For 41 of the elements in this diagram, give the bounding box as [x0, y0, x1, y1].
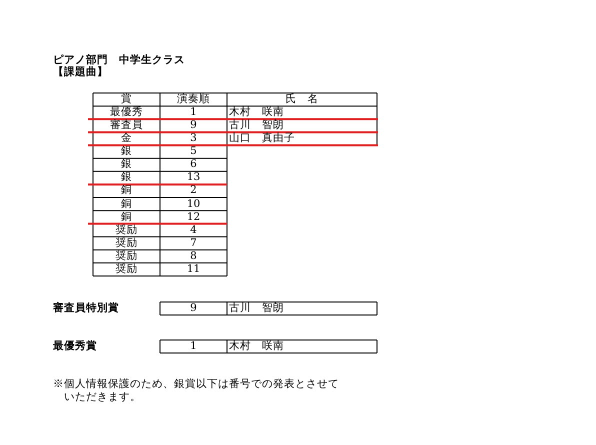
- performance-order: 3: [189, 132, 198, 146]
- subtitle: 【課題曲】: [53, 66, 108, 79]
- award-name: 最優秀: [109, 106, 144, 119]
- performance-order: 7: [189, 236, 198, 250]
- performance-order: 12: [186, 210, 202, 224]
- performance-order: 2: [189, 184, 198, 198]
- performance-order: 9: [189, 119, 198, 132]
- award-name: 銀: [120, 171, 133, 184]
- award-name: 審査員: [109, 119, 144, 132]
- award-name: 銀: [120, 158, 133, 172]
- performance-order: 10: [186, 198, 202, 211]
- performance-order: 9: [189, 302, 198, 315]
- performance-order: 11: [186, 262, 202, 276]
- performance-order: 1: [189, 340, 198, 353]
- performance-order: 13: [186, 171, 202, 184]
- participant-name: 古川 智朗: [229, 302, 284, 315]
- participant-name: 山口 真由子: [229, 132, 295, 146]
- award-title: 最優秀賞: [53, 340, 97, 353]
- award-name: 奨励: [114, 224, 138, 237]
- award-name: 銅: [120, 198, 133, 211]
- footnote: ※個人情報保護のため、銀賞以下は番号での発表とさせていただきます。: [53, 378, 340, 404]
- section-title: ピアノ部門 中学生クラス: [53, 54, 185, 66]
- performance-order: 5: [189, 145, 198, 158]
- award-name: 奨励: [114, 236, 138, 250]
- performance-order: 6: [189, 158, 198, 172]
- award-name: 銅: [120, 210, 133, 224]
- award-title: 審査員特別賞: [53, 302, 119, 315]
- performance-order: 1: [189, 106, 198, 120]
- column-header: 賞: [120, 93, 133, 106]
- column-header: 氏 名: [284, 93, 320, 106]
- column-header: 演奏順: [176, 93, 211, 106]
- award-name: 奨励: [114, 250, 138, 263]
- award-name: 銅: [120, 184, 133, 198]
- award-name: 奨励: [114, 262, 138, 276]
- participant-name: 木村 咲南: [229, 340, 284, 353]
- performance-order: 8: [189, 250, 198, 263]
- performance-order: 4: [189, 224, 198, 237]
- award-name: 金: [120, 132, 133, 146]
- award-name: 銀: [120, 145, 133, 158]
- participant-name: 木村 咲南: [229, 106, 284, 119]
- participant-name: 古川 智朗: [229, 119, 284, 132]
